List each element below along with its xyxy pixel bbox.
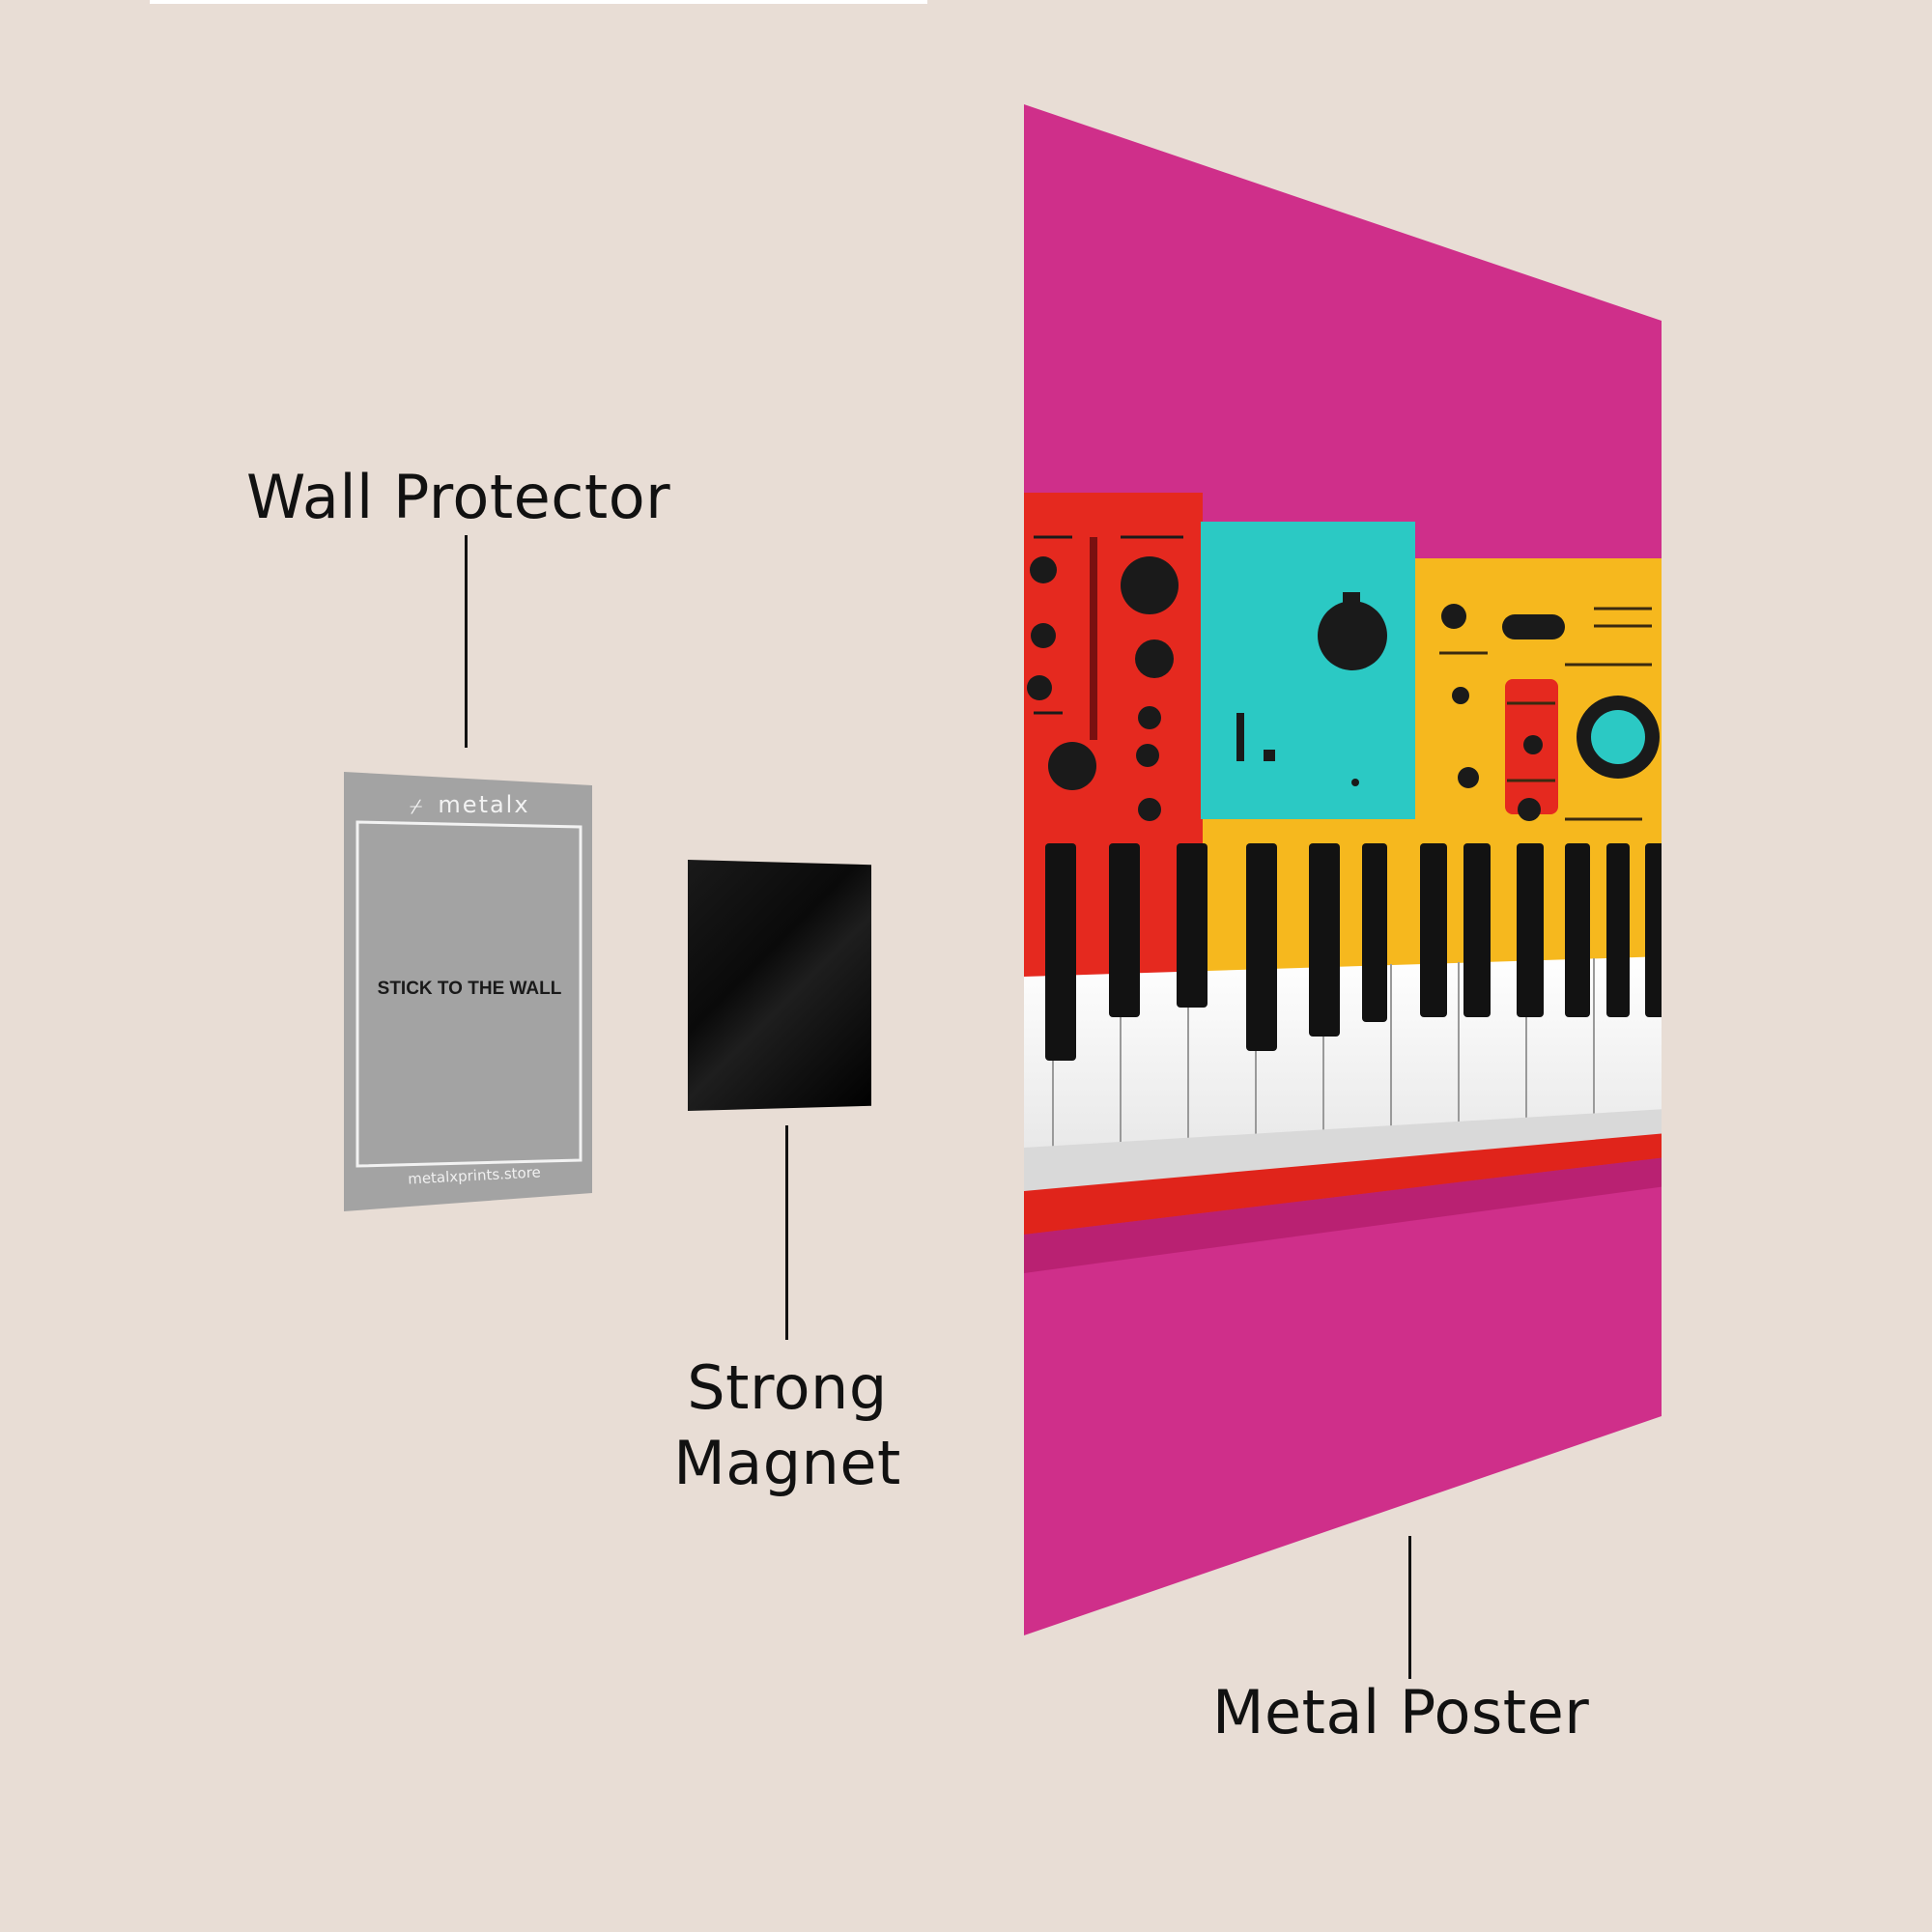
metal-poster-artwork: [1024, 104, 1662, 1635]
metal-poster-label: Metal Poster: [1212, 1677, 1590, 1747]
brand-name: metalx: [438, 791, 530, 818]
wall-protector-label: Wall Protector: [246, 462, 671, 532]
metal-poster-connector-line: [1408, 1536, 1411, 1679]
wall-protector-sheet: ⌿ metalx STICK TO THE WALL metalxprints.…: [344, 772, 592, 1211]
metalx-logo-icon: ⌿: [410, 795, 423, 819]
strong-magnet-connector-line: [785, 1125, 788, 1340]
top-edge-strip: [150, 0, 927, 4]
stick-instruction: STICK TO THE WALL: [377, 979, 562, 999]
wall-protector-connector-line: [465, 535, 468, 748]
strong-magnet-label: Strong Magnet: [673, 1352, 901, 1499]
strong-magnet-plate: [688, 860, 871, 1111]
